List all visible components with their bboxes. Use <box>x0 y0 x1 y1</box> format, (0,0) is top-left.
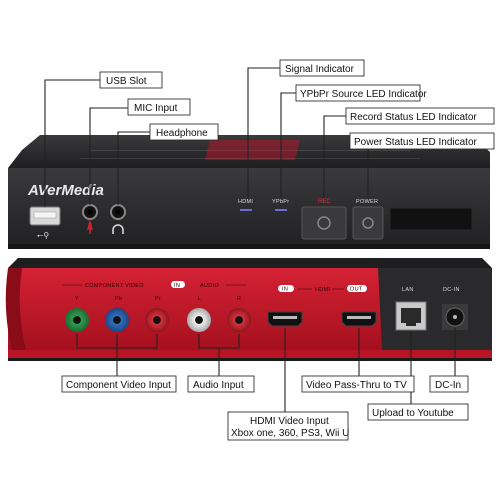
back-hdmi-label: HDMI <box>315 287 330 293</box>
hdmi-in-label: IN <box>282 287 288 293</box>
rca-r-jack[interactable] <box>227 308 251 332</box>
back-in-badge <box>171 281 185 288</box>
lan-port-inner <box>401 308 421 323</box>
rca-pb-jack[interactable] <box>105 308 129 332</box>
rca-pr-label: Pr <box>155 296 161 302</box>
callout-power-led: Power Status LED Indicator <box>349 132 495 150</box>
rca-r-label: R <box>237 296 241 302</box>
mic-icon <box>87 219 93 234</box>
front-power-label: POWER <box>356 199 378 205</box>
back-bottom-strip <box>8 350 492 358</box>
brand-logo: AVerMedia <box>27 182 104 199</box>
callout-ypbpr-led: YPbPr Source LED Indicator <box>295 84 427 102</box>
top-texture <box>80 150 420 159</box>
callout-dc-in-text: DC-In <box>435 380 461 391</box>
front-device-top-glow <box>205 140 300 160</box>
callout-component-video: Component Video Input <box>61 375 177 393</box>
callout-hdmi-input: HDMI Video Input Xbox one, 360, PS3, Wii… <box>227 411 349 441</box>
hdmi-in-badge <box>278 285 294 292</box>
rca-pr-jack[interactable] <box>145 308 169 332</box>
back-device-top <box>8 258 492 268</box>
rca-y-label: Y <box>75 296 79 302</box>
callout-usb-slot: USB Slot <box>99 71 163 89</box>
callout-audio-input: Audio Input <box>187 375 255 393</box>
power-button[interactable] <box>352 206 384 240</box>
back-in-label: IN <box>174 283 180 289</box>
callout-record-led-text: Record Status LED Indicator <box>350 112 477 123</box>
callout-usb-slot-text: USB Slot <box>106 76 147 87</box>
leader-lines <box>44 67 456 412</box>
back-red-edge <box>5 268 26 350</box>
callout-dc-in: DC-In <box>429 375 469 393</box>
callout-hdmi-input-line2: Xbox one, 360, PS3, Wii U <box>231 428 349 439</box>
callout-headphone: Headphone <box>149 123 219 141</box>
rca-pb-label: Pb <box>115 296 122 302</box>
headphone-icon <box>112 224 124 234</box>
front-rec-label: REC <box>318 199 331 205</box>
front-display-window <box>389 207 473 231</box>
callout-power-led-text: Power Status LED Indicator <box>354 137 478 148</box>
back-bottom-shadow <box>8 358 492 361</box>
lan-port-clip <box>406 322 416 326</box>
callout-ypbpr-led-text: YPbPr Source LED Indicator <box>300 89 427 100</box>
callout-video-passthru-text: Video Pass-Thru to TV <box>306 380 407 391</box>
callout-audio-input-text: Audio Input <box>193 380 244 391</box>
back-lan-label: LAN <box>402 287 414 293</box>
callout-component-video-text: Component Video Input <box>66 380 171 391</box>
hdmi-out-port-pins <box>347 316 371 319</box>
callout-mic-input-text: MIC Input <box>134 103 178 114</box>
usb-slot-inner <box>33 211 57 219</box>
back-component-label: COMPONENT VIDEO <box>85 283 144 289</box>
hdmi-out-badge <box>347 285 367 292</box>
callout-upload-youtube-text: Upload to Youtube <box>372 408 454 419</box>
hdmi-in-port-pins <box>273 316 297 319</box>
dc-in-pin <box>453 315 457 319</box>
power-button-icon <box>362 217 374 229</box>
usb-icon: ⭠⚲ <box>37 231 49 240</box>
callout-signal-indicator-text: Signal Indicator <box>285 64 355 75</box>
callout-hdmi-input-line1: HDMI Video Input <box>250 416 329 427</box>
callout-record-led: Record Status LED Indicator <box>345 107 495 125</box>
hdmi-led <box>240 209 252 211</box>
back-device: COMPONENT VIDEO IN AUDIO Y Pb Pr L R IN … <box>5 258 492 361</box>
rca-l-jack[interactable] <box>187 308 211 332</box>
ypbpr-led <box>275 209 287 211</box>
hdmi-out-label: OUT <box>350 287 363 293</box>
mic-jack-hole <box>87 209 93 215</box>
callout-signal-indicator: Signal Indicator <box>279 59 365 77</box>
rec-button[interactable] <box>301 206 347 240</box>
callout-video-passthru: Video Pass-Thru to TV <box>301 375 415 393</box>
callout-headphone-text: Headphone <box>156 128 208 139</box>
headphone-jack-hole <box>115 209 121 215</box>
callout-mic-input: MIC Input <box>127 98 191 116</box>
front-ypbpr-label: YPbPr <box>272 199 289 205</box>
front-device: AVerMedia ⭠⚲ HDMI YPbPr REC POWER <box>8 135 490 249</box>
back-dcin-label: DC-IN <box>443 287 460 293</box>
back-audio-label: AUDIO <box>200 283 219 289</box>
rca-y-jack[interactable] <box>65 308 89 332</box>
front-device-bottom-edge <box>8 244 490 249</box>
callout-upload-youtube: Upload to Youtube <box>367 403 469 421</box>
rca-l-label: L <box>198 296 201 302</box>
front-hdmi-label: HDMI <box>238 199 253 205</box>
rec-button-icon <box>317 216 331 230</box>
